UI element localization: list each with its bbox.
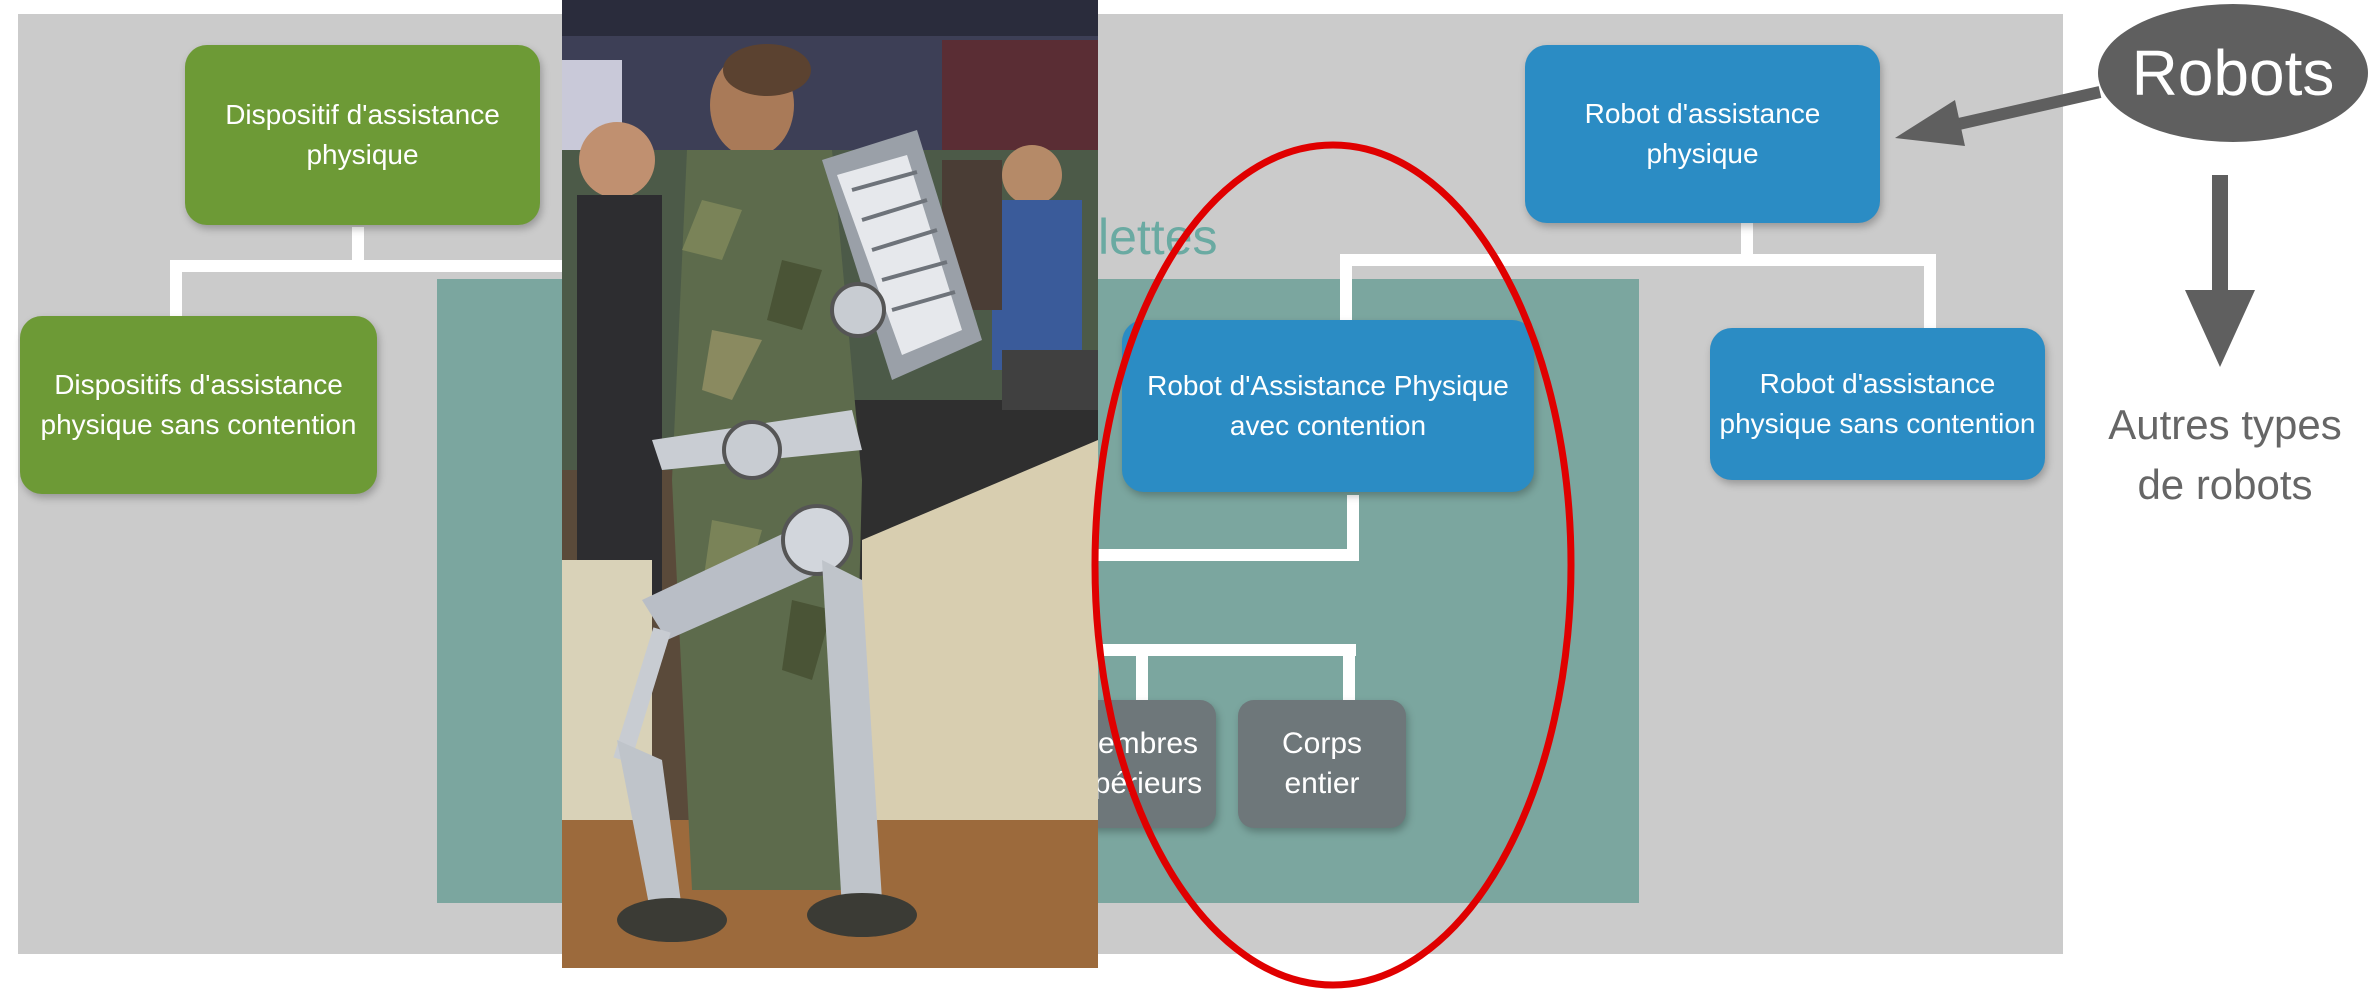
box-dispositifs-sans-contention: Dispositifs d'assistance physique sans c…: [20, 316, 377, 494]
connector-line: [1924, 254, 1936, 334]
connector-line: [1741, 222, 1753, 262]
connector-line: [1343, 644, 1355, 700]
box-corps-entier: Corps entier: [1238, 700, 1406, 828]
box-label: Robot d'assistance physique: [1584, 98, 1821, 169]
autres-types-label: Autres types de robots: [2108, 401, 2342, 508]
exoskeleton-photo-drawing: [562, 0, 1098, 968]
exoskeleton-photo: [562, 0, 1098, 968]
box-label: Dispositifs d'assistance physique sans c…: [40, 369, 357, 440]
connector-line: [1347, 495, 1359, 559]
box-label: Corps entier: [1281, 727, 1363, 800]
connector-line: [1340, 254, 1936, 266]
connector-line: [170, 260, 570, 272]
box-robot-sans-contention: Robot d'assistance physique sans content…: [1710, 328, 2045, 480]
box-dispositif-assistance-physique: Dispositif d'assistance physique: [185, 45, 540, 225]
connector-line: [352, 227, 364, 267]
box-label: Robot d'assistance physique sans content…: [1719, 368, 2036, 439]
connector-line: [1340, 254, 1352, 324]
arrow-left-icon: [1895, 86, 2102, 146]
connector-line: [1096, 644, 1356, 656]
connector-line: [170, 260, 182, 320]
box-label: Dispositif d'assistance physique: [225, 99, 500, 170]
connector-line: [1096, 549, 1359, 561]
robots-label-text: Robots: [2131, 37, 2335, 109]
box-label: Robot d'Assistance Physique avec content…: [1147, 370, 1509, 441]
box-membres-superieurs: embres périeurs: [1080, 700, 1216, 828]
highlight-ellipse: [1091, 141, 1575, 989]
box-robot-avec-contention: Robot d'Assistance Physique avec content…: [1122, 320, 1534, 492]
robots-label: Robots: [2098, 4, 2368, 142]
arrow-down-icon: [2185, 175, 2255, 367]
connector-line: [1136, 644, 1148, 700]
box-robot-assistance-physique: Robot d'assistance physique: [1525, 45, 1880, 223]
